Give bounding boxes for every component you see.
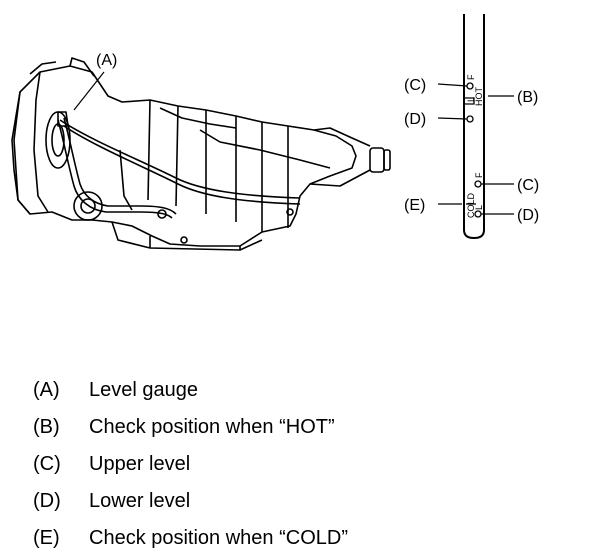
transmission-drawing <box>11 57 391 251</box>
legend-row-e: (E) Check position when “COLD” <box>33 520 593 557</box>
legend-text: Lower level <box>89 490 191 512</box>
transmission-diagram: (A) F L HOT F L COLD (C) (D) (B) (C) (E)… <box>11 14 539 251</box>
callout-b: (B) <box>517 89 538 106</box>
legend-key: (D) <box>33 490 61 512</box>
hot-l-mark: L <box>466 97 476 102</box>
cold-f-mark: F <box>474 172 484 178</box>
callout-c-upper: (C) <box>404 77 426 94</box>
leader-a <box>73 71 105 111</box>
dipstick-leaders <box>437 83 514 215</box>
legend-key: (A) <box>33 379 60 401</box>
callout-e: (E) <box>404 197 425 214</box>
hot-f-mark: F <box>466 74 476 80</box>
legend-key: (C) <box>33 453 61 475</box>
legend-key: (B) <box>33 416 60 438</box>
legend-text: Level gauge <box>89 379 198 401</box>
legend-text: Check position when “HOT” <box>89 416 335 438</box>
legend-row-a: (A) Level gauge <box>33 372 593 409</box>
hot-word: HOT <box>474 87 484 107</box>
legend-row-d: (D) Lower level <box>33 483 593 520</box>
legend-row-c: (C) Upper level <box>33 446 593 483</box>
legend-row-b: (B) Check position when “HOT” <box>33 409 593 446</box>
callout-a: (A) <box>96 52 117 69</box>
legend-text: Upper level <box>89 453 191 475</box>
legend-key: (E) <box>33 527 60 549</box>
cold-upper-mark <box>474 180 482 188</box>
callout-c-lower: (C) <box>517 177 539 194</box>
legend: (A) Level gauge (B) Check position when … <box>33 372 593 557</box>
hot-upper-mark <box>466 82 474 90</box>
cold-l-mark: L <box>474 205 484 210</box>
cold-word: COLD <box>466 192 476 218</box>
legend-text: Check position when “COLD” <box>89 527 348 549</box>
callout-d-lower: (D) <box>517 207 539 224</box>
hot-lower-mark <box>466 115 474 123</box>
callout-d-upper: (D) <box>404 111 426 128</box>
dipstick <box>463 14 485 240</box>
